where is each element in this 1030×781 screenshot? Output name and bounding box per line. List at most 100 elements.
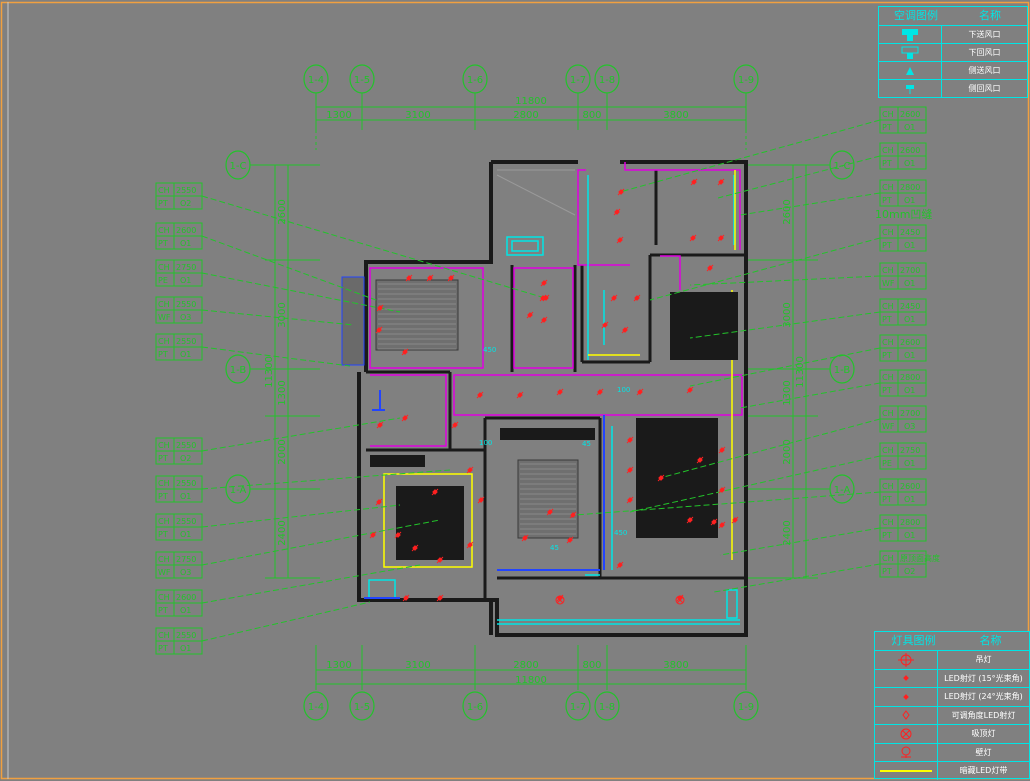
led-spotlight bbox=[376, 304, 384, 312]
svg-text:1-8: 1-8 bbox=[599, 702, 615, 713]
svg-text:1-A: 1-A bbox=[230, 485, 247, 496]
svg-text:1-7: 1-7 bbox=[570, 75, 586, 86]
right-dim-5: 2400 bbox=[782, 520, 793, 545]
right-total-dim: 11300 bbox=[795, 356, 806, 388]
gap-note: 10mm凹缝 bbox=[875, 207, 932, 221]
svg-text:O1: O1 bbox=[180, 350, 191, 359]
svg-text:O3: O3 bbox=[904, 422, 915, 431]
svg-text:CH: CH bbox=[882, 518, 894, 527]
svg-text:O1: O1 bbox=[180, 276, 191, 285]
svg-text:1-C: 1-C bbox=[834, 161, 851, 172]
top-total-dim: 11800 bbox=[515, 96, 547, 107]
floor-plan bbox=[341, 160, 748, 637]
axis-top-1-8: 1-8 bbox=[594, 64, 620, 94]
light-legend-header: 灯具图例 名称 bbox=[875, 632, 1029, 651]
axis-top-1-9: 1-9 bbox=[733, 64, 759, 94]
light-legend-row: LED射灯 (24°光束角) bbox=[875, 688, 1029, 707]
left-dim-4: 2000 bbox=[277, 439, 288, 464]
led-spotlight bbox=[689, 234, 697, 242]
svg-text:PT: PT bbox=[882, 123, 892, 132]
led-spotlight bbox=[718, 486, 726, 494]
svg-text:O3: O3 bbox=[180, 313, 191, 322]
svg-text:2550: 2550 bbox=[176, 517, 196, 526]
svg-text:O1: O1 bbox=[904, 315, 915, 324]
svg-text:PT: PT bbox=[158, 644, 168, 653]
bottom-dim-1: 1300 bbox=[326, 660, 351, 671]
light-legend-row: 可调角度LED射灯 bbox=[875, 706, 1029, 725]
led-spotlight bbox=[566, 536, 574, 544]
svg-text:CH: CH bbox=[158, 631, 170, 640]
svg-text:1-5: 1-5 bbox=[354, 75, 370, 86]
led-spotlight bbox=[401, 348, 409, 356]
svg-text:CH: CH bbox=[882, 302, 894, 311]
svg-text:1-9: 1-9 bbox=[738, 702, 754, 713]
svg-text:PE: PE bbox=[158, 276, 168, 285]
led-spotlight bbox=[394, 531, 402, 539]
bottom-dim-4: 800 bbox=[582, 660, 601, 671]
svg-text:O1: O1 bbox=[904, 196, 915, 205]
svg-text:O2: O2 bbox=[180, 199, 191, 208]
svg-text:PT: PT bbox=[158, 492, 168, 501]
svg-text:O1: O1 bbox=[904, 159, 915, 168]
led-spotlight bbox=[569, 511, 577, 519]
led-spotlight bbox=[718, 521, 726, 529]
led-spotlight bbox=[526, 311, 534, 319]
svg-text:CH: CH bbox=[882, 266, 894, 275]
svg-text:1-B: 1-B bbox=[834, 365, 851, 376]
svg-text:PT: PT bbox=[158, 199, 168, 208]
light-fixtures bbox=[369, 178, 739, 605]
svg-text:2600: 2600 bbox=[900, 110, 920, 119]
axis-top-1-6: 1-6 bbox=[462, 64, 488, 94]
led-spotlight bbox=[539, 294, 547, 302]
ceiling-light bbox=[675, 595, 685, 605]
led-spotlight bbox=[466, 466, 474, 474]
legend-item-name: 下送风口 bbox=[968, 30, 1001, 39]
led-spotlight bbox=[717, 234, 725, 242]
axis-top-1-7: 1-7 bbox=[565, 64, 591, 94]
svg-text:原顶面高度: 原顶面高度 bbox=[900, 553, 940, 563]
led-spotlight bbox=[601, 321, 609, 329]
bottom-dim-5: 3800 bbox=[663, 660, 688, 671]
led-spotlight bbox=[710, 518, 718, 526]
led-spotlight bbox=[621, 326, 629, 334]
top-dim-2: 3100 bbox=[405, 110, 430, 121]
left-dim-2: 3000 bbox=[277, 302, 288, 327]
led-spot-15-icon bbox=[875, 669, 938, 687]
ac-legend-table: 空调图例 名称 下送风口下回风口侧送风口侧回风口 bbox=[878, 6, 1028, 98]
led-spotlight bbox=[521, 534, 529, 542]
axis-left-1-C: 1-C bbox=[225, 150, 251, 180]
axis-bottom-1-4: 1-4 bbox=[303, 691, 329, 721]
right-dim-4: 2000 bbox=[782, 439, 793, 464]
led-spotlight bbox=[613, 208, 621, 216]
svg-text:CH: CH bbox=[882, 338, 894, 347]
svg-text:O1: O1 bbox=[904, 123, 915, 132]
svg-text:PT: PT bbox=[158, 606, 168, 615]
svg-text:2600: 2600 bbox=[900, 338, 920, 347]
led-spotlight bbox=[546, 508, 554, 516]
svg-text:CH: CH bbox=[158, 555, 170, 564]
svg-text:O1: O1 bbox=[180, 492, 191, 501]
svg-text:1-8: 1-8 bbox=[599, 75, 615, 86]
axis-bottom-1-8: 1-8 bbox=[594, 691, 620, 721]
led-spotlight bbox=[369, 531, 377, 539]
svg-text:PT: PT bbox=[882, 196, 892, 205]
svg-text:O1: O1 bbox=[180, 644, 191, 653]
svg-text:2600: 2600 bbox=[176, 226, 196, 235]
axis-bottom-1-5: 1-5 bbox=[349, 691, 375, 721]
svg-text:PT: PT bbox=[882, 315, 892, 324]
adjustable-led-spot-icon bbox=[875, 706, 938, 724]
svg-text:CH: CH bbox=[882, 482, 894, 491]
dimension-texts: 11800 1300 3100 2800 800 3800 1300 3100 … bbox=[264, 96, 932, 686]
